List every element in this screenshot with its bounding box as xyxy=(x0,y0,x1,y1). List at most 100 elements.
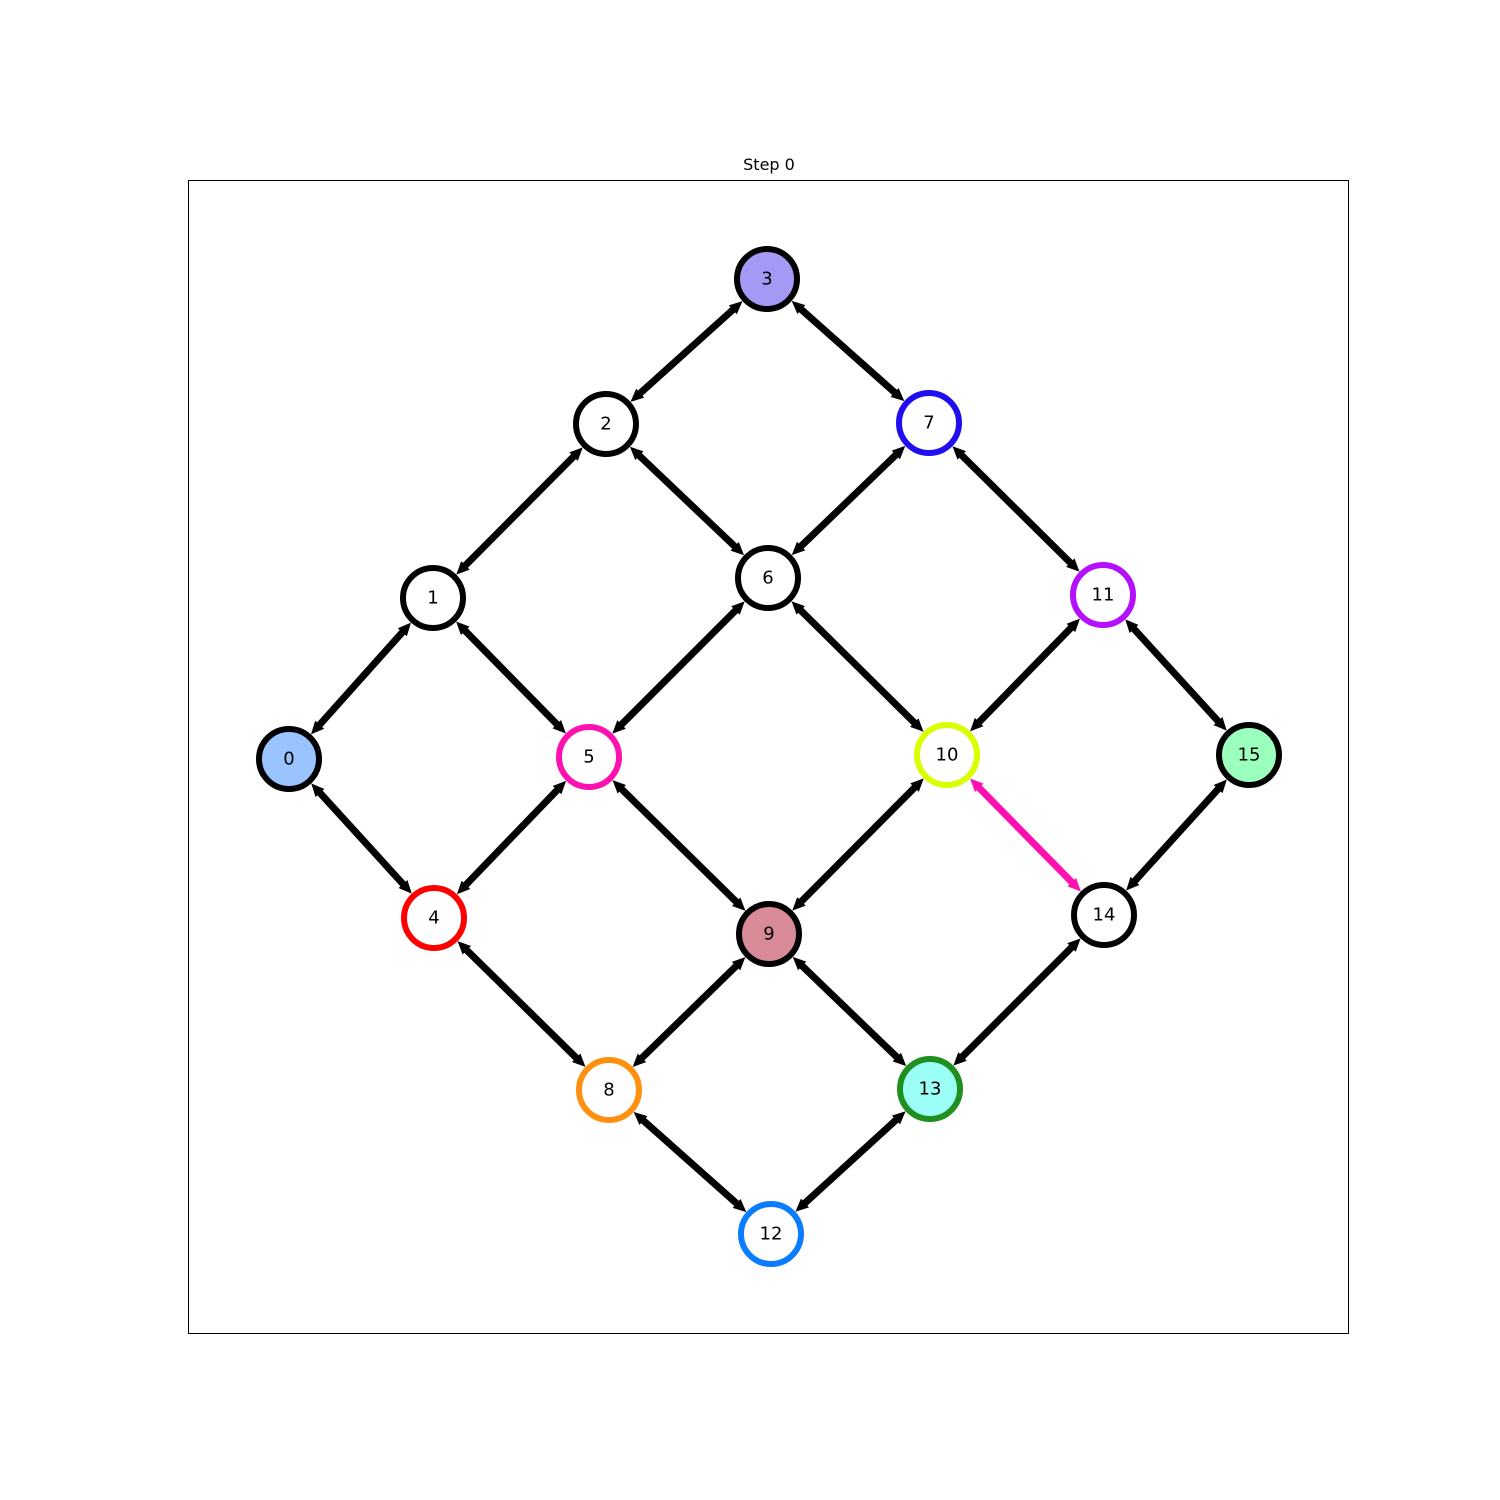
edge-arrowhead xyxy=(1066,618,1080,633)
edge-arrowhead xyxy=(398,879,412,894)
edge-line xyxy=(794,604,921,729)
edge-line xyxy=(634,303,739,400)
node-14: 14 xyxy=(1071,882,1137,948)
edges-layer xyxy=(310,300,1227,1213)
node-6: 6 xyxy=(735,545,801,611)
edge-5-4 xyxy=(456,780,567,895)
edge-14-13 xyxy=(953,938,1081,1066)
node-label: 8 xyxy=(603,1080,614,1101)
edge-line xyxy=(637,1114,743,1210)
edge-arrowhead xyxy=(728,301,743,315)
edge-line xyxy=(459,624,563,731)
node-label: 1 xyxy=(427,588,438,609)
edge-arrowhead xyxy=(571,1053,586,1067)
node-label: 6 xyxy=(762,568,773,589)
edge-arrowhead xyxy=(731,957,746,971)
edge-15-14 xyxy=(1126,779,1227,891)
edge-11-10 xyxy=(970,618,1080,732)
edge-line xyxy=(633,449,741,553)
node-3: 3 xyxy=(734,246,800,312)
node-label: 2 xyxy=(600,414,611,435)
edge-arrowhead xyxy=(731,601,745,615)
edge-5-9 xyxy=(612,780,746,911)
edge-arrowhead xyxy=(310,720,325,735)
edge-arrowhead xyxy=(792,956,807,971)
edge-arrowhead xyxy=(569,447,583,461)
edge-line xyxy=(973,781,1078,889)
edge-3-7 xyxy=(791,300,905,402)
edge-arrowhead xyxy=(892,1052,907,1067)
edge-line xyxy=(314,786,409,891)
edge-arrowhead xyxy=(457,941,472,955)
edge-line xyxy=(459,784,564,891)
edge-arrowhead xyxy=(633,1111,648,1126)
edge-9-13 xyxy=(792,956,907,1067)
edge-line xyxy=(615,604,742,731)
edge-line xyxy=(459,450,580,572)
node-label: 14 xyxy=(1093,905,1116,926)
edge-line xyxy=(798,1114,903,1209)
node-circle xyxy=(1216,722,1282,788)
node-circle xyxy=(738,1201,804,1267)
edge-9-8 xyxy=(632,957,746,1067)
node-circle xyxy=(896,390,962,456)
node-13: 13 xyxy=(897,1056,963,1122)
node-8: 8 xyxy=(576,1057,642,1123)
node-circle xyxy=(556,724,622,790)
edge-arrowhead xyxy=(795,1198,810,1212)
edge-arrowhead xyxy=(1125,619,1139,634)
node-label: 12 xyxy=(760,1224,783,1245)
node-circle xyxy=(1071,882,1137,948)
node-circle xyxy=(1070,562,1136,628)
node-10: 10 xyxy=(914,722,980,788)
edge-line xyxy=(955,449,1077,569)
edge-arrowhead xyxy=(953,1052,967,1066)
edge-line xyxy=(1128,622,1224,728)
node-7: 7 xyxy=(896,390,962,456)
node-5: 5 xyxy=(556,724,622,790)
node-circle xyxy=(914,722,980,788)
edge-line xyxy=(795,448,902,553)
edge-4-8 xyxy=(457,941,586,1067)
node-label: 3 xyxy=(761,269,772,290)
edge-arrowhead xyxy=(456,621,470,636)
edge-arrowhead xyxy=(732,1198,747,1213)
edge-line xyxy=(796,959,903,1064)
edge-arrowhead xyxy=(397,622,412,637)
edge-arrowhead xyxy=(552,780,567,795)
plot-frame xyxy=(188,180,1349,1334)
edge-line xyxy=(1128,783,1225,887)
edge-arrowhead xyxy=(910,718,924,732)
node-label: 10 xyxy=(936,745,959,766)
edge-arrowhead xyxy=(891,445,906,460)
edge-10-9 xyxy=(792,778,924,911)
node-circle xyxy=(735,545,801,611)
node-11: 11 xyxy=(1070,562,1136,628)
edge-arrowhead xyxy=(1213,716,1227,731)
edge-6-10 xyxy=(791,601,924,732)
edge-11-15 xyxy=(1125,619,1227,731)
edge-1-0 xyxy=(310,622,412,735)
edge-arrowhead xyxy=(630,388,645,402)
edge-arrowhead xyxy=(1213,779,1227,794)
edge-arrowhead xyxy=(456,880,471,895)
node-15: 15 xyxy=(1216,722,1282,788)
edge-arrowhead xyxy=(910,778,924,792)
node-0: 0 xyxy=(256,726,322,792)
node-2: 2 xyxy=(573,391,639,457)
node-circle xyxy=(736,901,802,967)
node-circle xyxy=(400,565,466,631)
figure-title: Step 0 xyxy=(743,155,795,174)
node-12: 12 xyxy=(738,1201,804,1267)
edge-arrowhead xyxy=(311,783,325,798)
edge-arrowhead xyxy=(791,300,806,315)
node-circle xyxy=(573,391,639,457)
node-label: 0 xyxy=(283,749,294,770)
edge-arrowhead xyxy=(791,541,806,556)
edge-arrowhead xyxy=(952,446,966,460)
node-1: 1 xyxy=(400,565,466,631)
node-label: 4 xyxy=(428,908,439,929)
edge-line xyxy=(615,783,743,908)
edge-arrowhead xyxy=(612,720,626,734)
